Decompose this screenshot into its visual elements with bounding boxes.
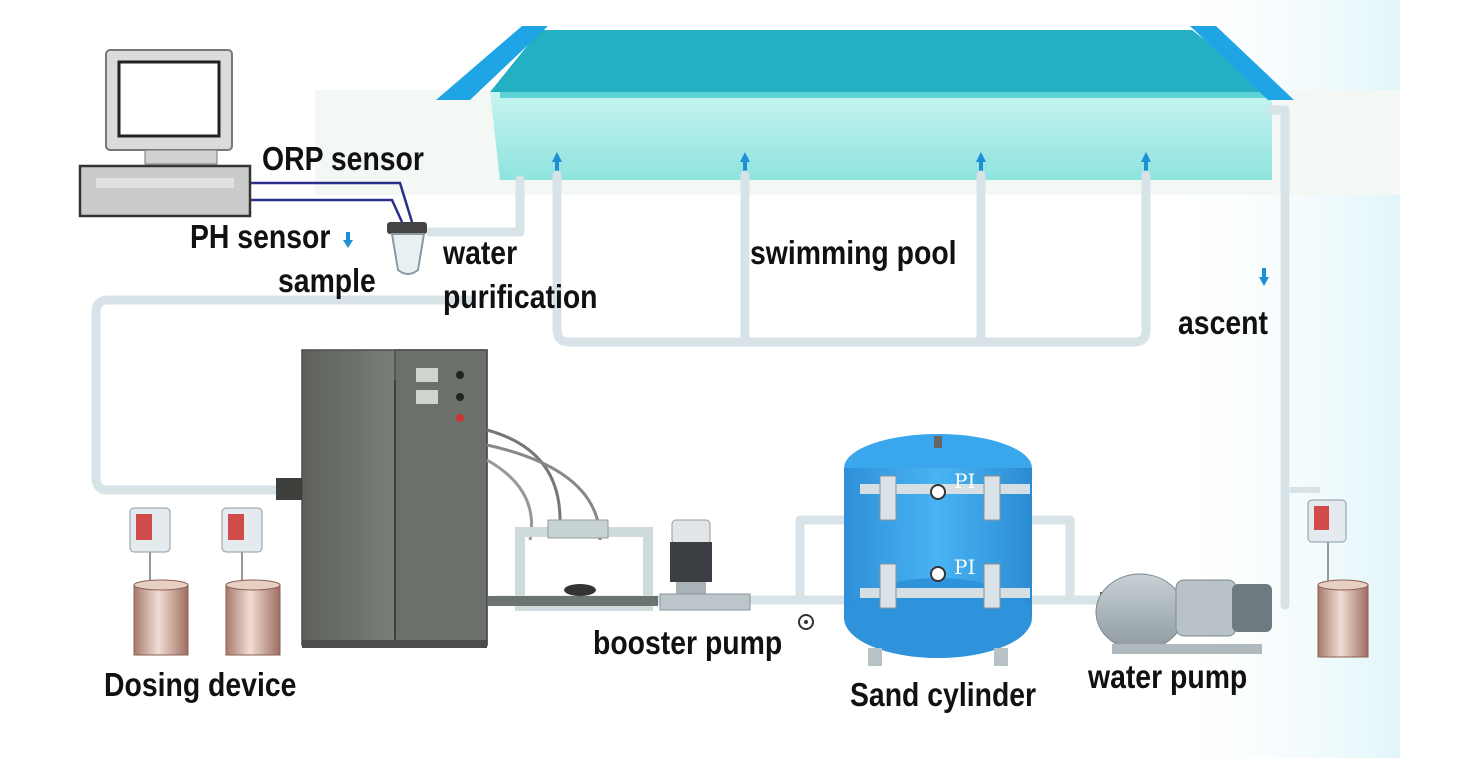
electrolytic-cell: [488, 519, 658, 611]
label-sample: sample: [278, 262, 376, 299]
label-ascent: ascent: [1178, 304, 1268, 341]
pool-rim-right: [1190, 26, 1294, 100]
sample-pipe: [425, 175, 525, 237]
background-edge: [1400, 0, 1466, 758]
label-water-pump: water pump: [1088, 658, 1248, 695]
dosing-device-3: [1290, 487, 1369, 658]
ascent-pipe: [1267, 105, 1290, 610]
sand-cylinder: [844, 434, 1032, 666]
label-ph-sensor: PH sensor: [190, 218, 331, 255]
dosing-device-1: [129, 507, 189, 656]
booster-pump: [659, 519, 814, 630]
label-booster-pump: booster pump: [593, 624, 783, 661]
swimming-pool: [315, 26, 1400, 195]
pool-waterline: [500, 92, 1265, 98]
gauge-label-lower: PI: [954, 555, 975, 579]
pool-water-surface: [490, 30, 1272, 92]
label-purification: purification: [443, 278, 598, 315]
water-pump: [1095, 573, 1272, 654]
arrow-up-icon: [552, 152, 1151, 173]
pressure-gauge-lower: [930, 566, 946, 582]
label-water: water: [443, 234, 518, 271]
pool-wall: [490, 92, 1272, 180]
computer-monitor-icon: [78, 49, 252, 218]
gauge-label-upper: PI: [954, 469, 975, 493]
arrow-down-icon: [343, 232, 1269, 286]
purification-filter: [387, 222, 427, 275]
label-sand-cylinder: Sand cylinder: [850, 676, 1037, 713]
label-swimming-pool: swimming pool: [750, 234, 957, 271]
dosing-loop-pipe: [91, 295, 475, 495]
dosing-device-2: [221, 507, 281, 656]
label-dosing-device: Dosing device: [104, 666, 297, 703]
sensor-cables: [250, 181, 414, 223]
pressure-gauge-upper: [930, 484, 946, 500]
chlorine-generator: [276, 349, 602, 648]
label-orp-sensor: ORP sensor: [262, 140, 424, 177]
pool-rim-left: [436, 26, 548, 100]
return-manifold-pipe: [552, 170, 1151, 347]
